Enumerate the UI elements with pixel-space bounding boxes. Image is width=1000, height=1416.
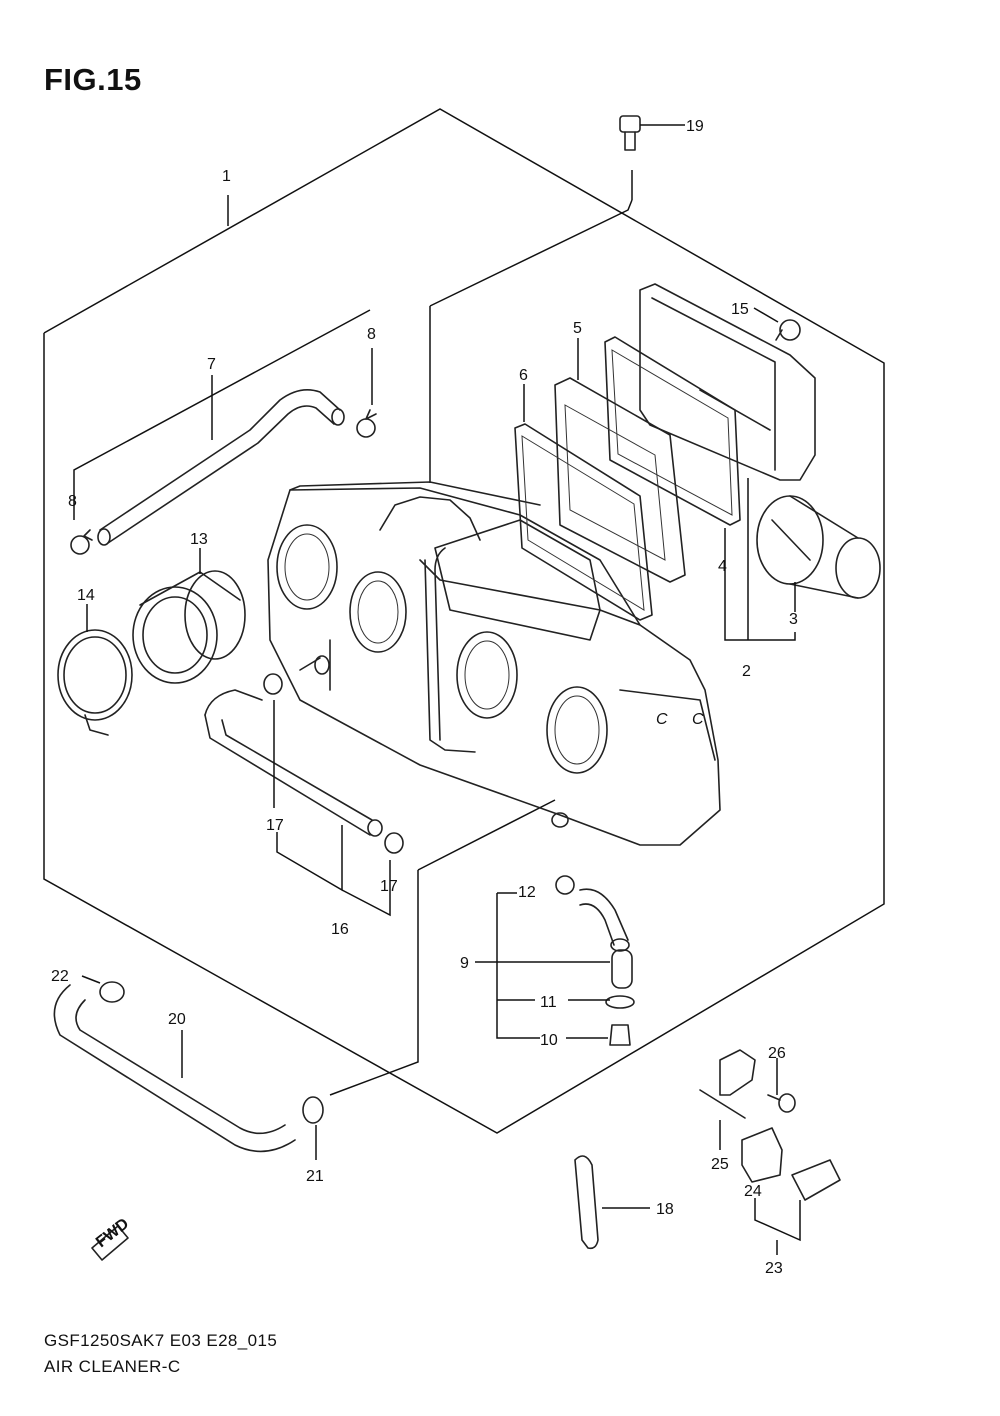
seal-gasket: [604, 336, 741, 526]
figure-title: FIG.15: [44, 62, 142, 97]
callout-17a: 17: [266, 817, 284, 834]
diagram-name: AIR CLEANER-C: [44, 1357, 181, 1376]
drain-plug-group: [551, 812, 635, 1046]
callout-16: 16: [331, 921, 349, 938]
clamp-8-pair: [70, 409, 377, 555]
coupler-24: [741, 1127, 783, 1183]
callout-5: 5: [573, 320, 582, 337]
callout-19: 19: [686, 118, 704, 135]
callout-14: 14: [77, 587, 95, 604]
callout-2: 2: [742, 663, 751, 680]
diagram-code: GSF1250SAK7 E03 E28_015: [44, 1331, 278, 1350]
callout-26: 26: [768, 1045, 786, 1062]
callout-13: 13: [190, 531, 208, 548]
fwd-arrow-icon: FWD: [91, 1215, 132, 1261]
strap-18: [574, 1155, 599, 1250]
air-cleaner-case: C C: [267, 481, 721, 846]
leader-lines: [73, 124, 801, 1255]
drain-hose-16: [204, 655, 404, 854]
assembly-outline: [43, 108, 885, 1134]
svg-text:C: C: [656, 711, 668, 728]
callout-17b: 17: [380, 878, 398, 895]
callouts: 1 2 3 4 5 6 7 8 8 9 10 11 12 13 14 15 16…: [51, 118, 798, 1277]
callout-15: 15: [731, 301, 749, 318]
screw-15: [775, 319, 801, 341]
callout-6: 6: [519, 367, 528, 384]
callout-24: 24: [744, 1183, 762, 1200]
connector-23: [791, 1159, 841, 1201]
intake-band: [57, 629, 133, 736]
callout-8b: 8: [68, 493, 77, 510]
callout-10: 10: [540, 1032, 558, 1049]
intake-duct: [756, 495, 881, 599]
breather-hose-7: [97, 389, 345, 546]
callout-4: 4: [718, 558, 727, 575]
air-cleaner-element: [554, 377, 686, 583]
callout-23: 23: [765, 1260, 783, 1277]
element-gasket: [514, 423, 653, 621]
svg-text:C: C: [692, 711, 704, 728]
bracket-25: [699, 1049, 756, 1119]
callout-11: 11: [540, 994, 557, 1011]
callout-20: 20: [168, 1011, 186, 1028]
bolt-19: [619, 115, 641, 151]
callout-3: 3: [789, 611, 798, 628]
callout-8a: 8: [367, 326, 376, 343]
intake-boot: [132, 570, 246, 684]
callout-25: 25: [711, 1156, 729, 1173]
callout-1: 1: [222, 168, 231, 185]
bolt-26: [767, 1093, 796, 1113]
callout-7: 7: [207, 356, 216, 373]
callout-12: 12: [518, 884, 536, 901]
callout-18: 18: [656, 1201, 674, 1218]
callout-21: 21: [306, 1168, 324, 1185]
callout-9: 9: [460, 955, 469, 972]
callout-22: 22: [51, 968, 69, 985]
fwd-label: FWD: [93, 1215, 132, 1251]
hose-20: [53, 981, 324, 1153]
